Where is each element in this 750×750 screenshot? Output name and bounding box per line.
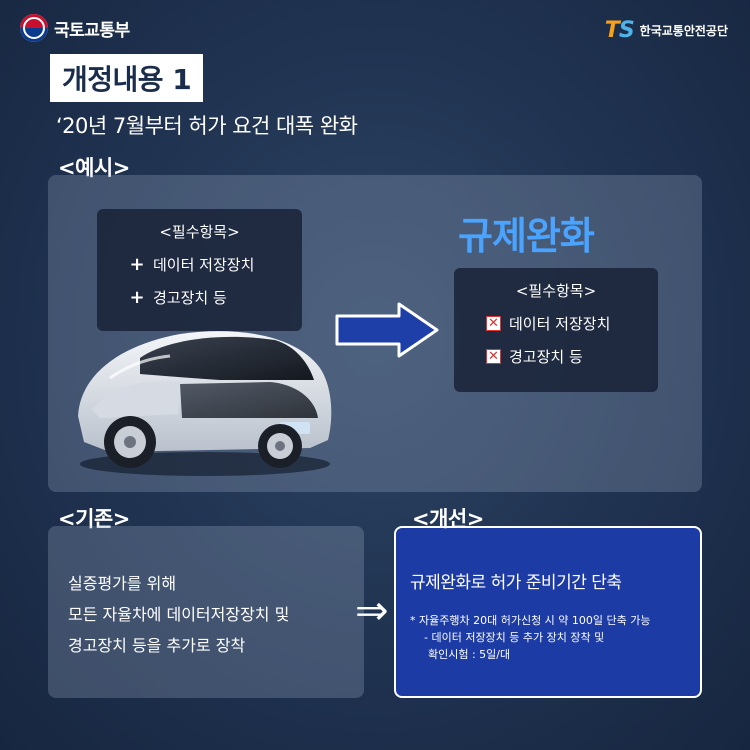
current-panel xyxy=(48,526,364,698)
example-tag: <예시> xyxy=(58,156,130,180)
double-arrow-icon: ⇒ xyxy=(355,588,389,634)
improved-tag: <개선> xyxy=(412,507,484,531)
improved-headline: 규제완화로 허가 준비기간 단축 xyxy=(410,573,622,593)
required-item: + 경고장치 등 xyxy=(129,286,227,308)
plus-icon: + xyxy=(129,286,145,308)
page-subtitle: ‘20년 7월부터 허가 요건 대폭 완화 xyxy=(56,114,358,138)
required-items-after-box: <필수항목> ✕ 데이터 저장장치 ✕ 경고장치 등 xyxy=(454,268,658,392)
current-description: 실증평가를 위해 모든 자율차에 데이터저장장치 및 경고장치 등을 추가로 장… xyxy=(68,574,290,655)
gov-logo: 국토교통부 xyxy=(20,14,130,42)
ts-mark-icon: TS xyxy=(604,18,635,43)
crossed-box-icon: ✕ xyxy=(486,349,501,364)
gov-name: 국토교통부 xyxy=(54,20,130,41)
taegeuk-emblem-icon xyxy=(20,14,48,42)
improved-panel xyxy=(394,526,702,698)
required-item-removed: ✕ 경고장치 등 xyxy=(486,346,658,367)
required-items-heading: <필수항목> xyxy=(159,223,240,241)
current-tag: <기존> xyxy=(58,507,130,531)
improved-notes: * 자율주행차 20대 허가신청 시 약 100일 단축 가능 - 데이터 저장… xyxy=(410,614,651,661)
autonomous-car-illustration xyxy=(78,331,332,476)
required-item: + 데이터 저장장치 xyxy=(129,253,255,275)
required-items-heading: <필수항목> xyxy=(515,282,597,300)
required-item-removed: ✕ 데이터 저장장치 xyxy=(486,313,658,334)
page-title: 개정내용 1 xyxy=(50,54,204,102)
ts-org-name: 한국교통안전공단 xyxy=(639,24,728,38)
ts-logo: TS 한국교통안전공단 xyxy=(605,18,728,43)
deregulation-label: 규제완화 xyxy=(458,214,595,258)
plus-icon: + xyxy=(129,253,145,275)
crossed-box-icon: ✕ xyxy=(486,316,501,331)
right-arrow-icon xyxy=(335,302,439,358)
required-items-before-box: <필수항목> + 데이터 저장장치 + 경고장치 등 xyxy=(97,209,302,331)
